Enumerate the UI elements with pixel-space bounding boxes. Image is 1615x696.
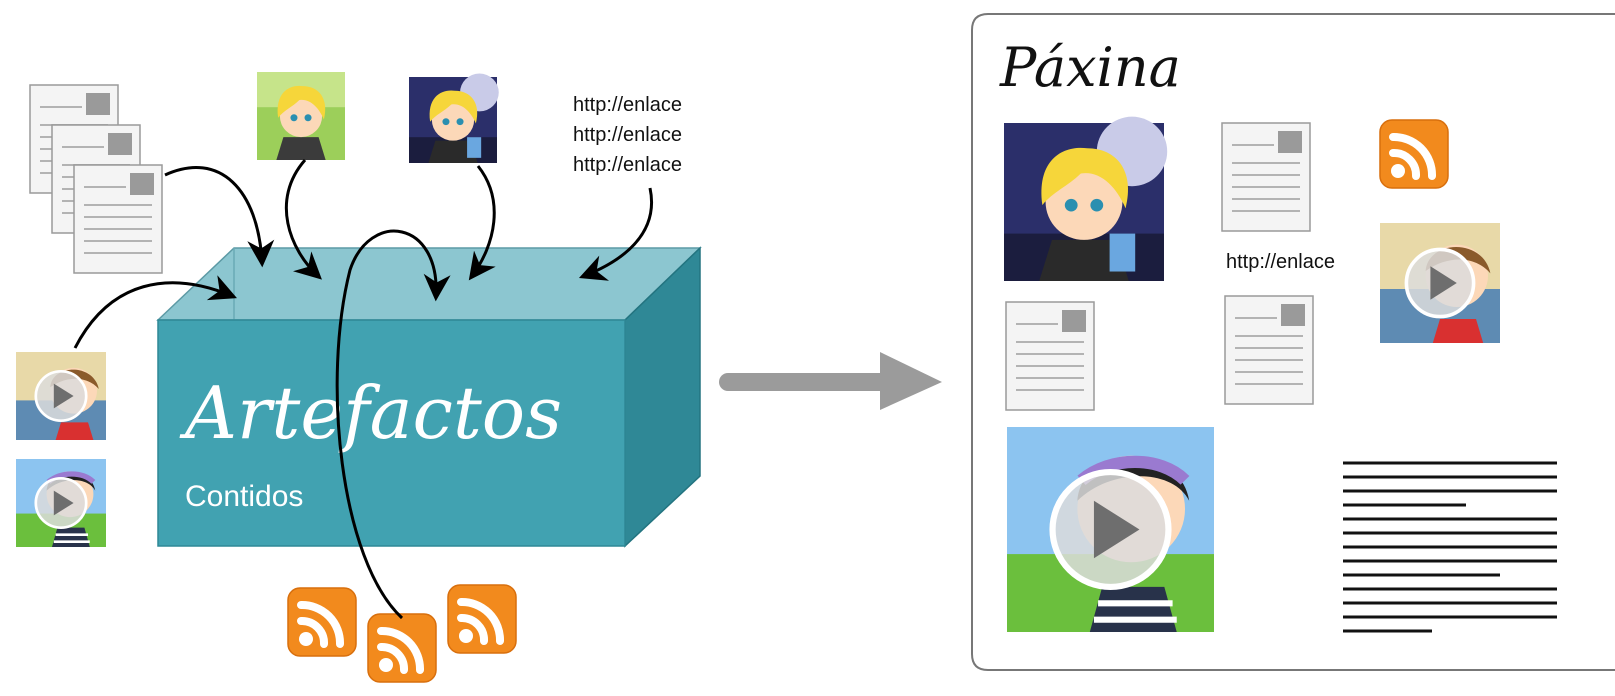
page-link: http://enlace xyxy=(1226,251,1335,273)
video-thumbnail-icon xyxy=(14,350,108,442)
video-thumbnail-icon xyxy=(16,459,106,547)
video-thumbnail-icon xyxy=(1007,427,1214,632)
link-text: http://enlace xyxy=(573,124,682,146)
avatar-photo-icon xyxy=(257,72,345,160)
document-icon xyxy=(1221,122,1311,232)
video-thumbnail-icon xyxy=(1378,221,1502,345)
link-list: http://enlace http://enlace http://enlac… xyxy=(573,94,682,176)
box-front-face xyxy=(157,319,626,547)
document-icon xyxy=(1005,301,1095,411)
transform-arrow xyxy=(719,352,942,410)
input-arrows xyxy=(73,159,653,620)
document-stack xyxy=(29,84,163,274)
page-title: Páxina xyxy=(999,36,1181,99)
link-text: http://enlace xyxy=(573,94,682,116)
link-text: http://enlace xyxy=(573,154,682,176)
avatar-photo-icon xyxy=(409,73,499,163)
rss-feed-icon xyxy=(288,588,356,656)
page-frame: Páxina http://enlace xyxy=(971,13,1615,671)
box-subtitle: Contidos xyxy=(185,480,303,513)
text-block-icon xyxy=(1343,461,1557,633)
document-icon xyxy=(1224,295,1314,405)
avatar-photo-icon xyxy=(1004,116,1168,282)
artefacts-box: Artefactos Contidos xyxy=(156,246,702,548)
document-icon xyxy=(73,164,163,274)
rss-feed-icon xyxy=(1380,120,1448,188)
rss-feed-icon xyxy=(368,614,436,682)
rss-feed-icon xyxy=(448,585,516,653)
box-title: Artefactos xyxy=(179,371,562,455)
